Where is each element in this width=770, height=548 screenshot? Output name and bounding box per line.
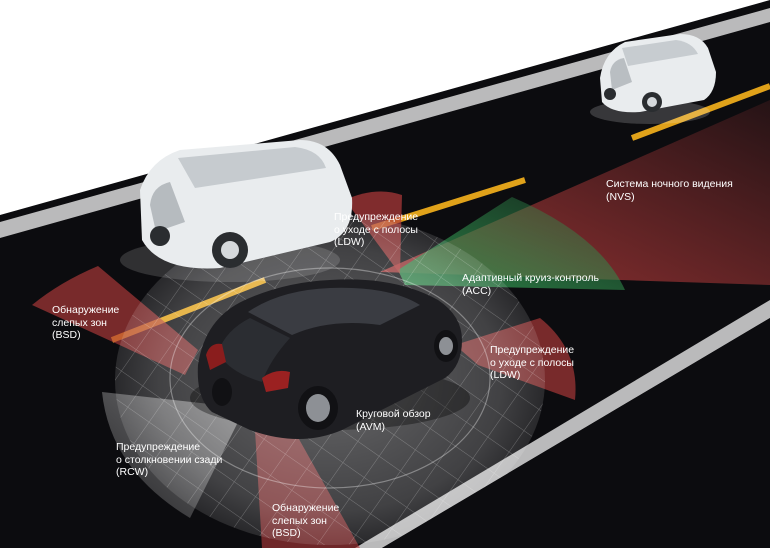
- rcw-zone: [102, 392, 245, 518]
- label-nvs: Система ночного видения (NVS): [606, 178, 733, 203]
- other-car-left: [120, 140, 353, 282]
- label-ldw-top: Предупреждение о уходе с полосы (LDW): [334, 211, 419, 248]
- ego-car: [190, 279, 470, 439]
- label-bsd-bottom: Обнаружение слепых зон (BSD): [272, 502, 340, 539]
- label-ldw-right: Предупреждение о уходе с полосы (LDW): [490, 344, 575, 381]
- avm-inner-ring: [169, 267, 491, 489]
- road-shoulder: [382, 318, 770, 548]
- other-car-far: [590, 34, 716, 124]
- label-bsd-left: Обнаружение слепых зон (BSD): [52, 304, 120, 341]
- label-acc: Адаптивный круиз-контроль (ACC): [462, 272, 599, 297]
- label-avm: Круговой обзор (AVM): [356, 408, 431, 433]
- label-rcw: Предупреждение о столкновении сзади (RCW…: [116, 441, 223, 478]
- lane-marking: [630, 83, 770, 141]
